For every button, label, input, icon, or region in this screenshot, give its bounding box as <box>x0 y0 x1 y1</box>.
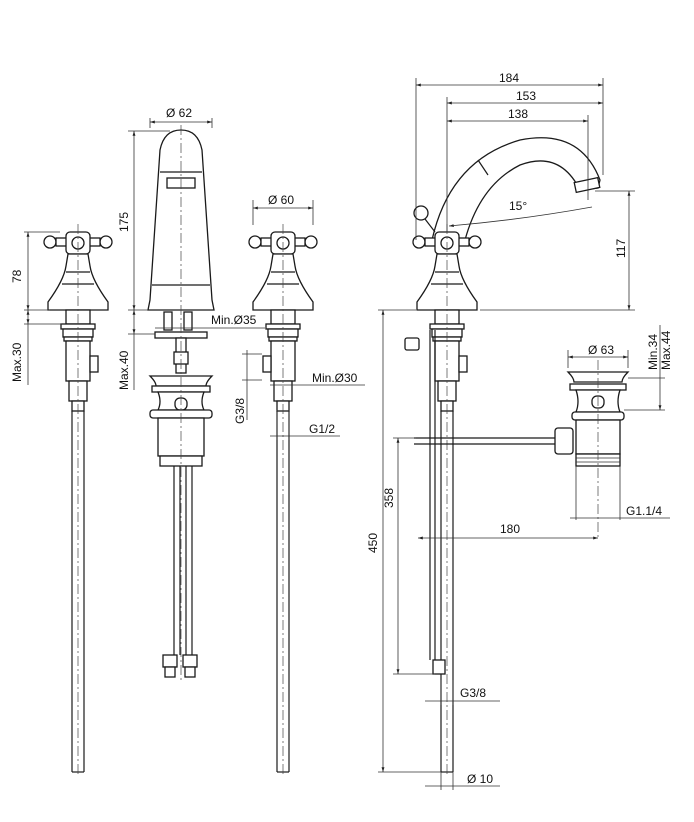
dim-overall-width: 184 <box>499 71 519 85</box>
dim-min-hole-valve: Min.Ø30 <box>312 371 358 385</box>
left-valve-front-view <box>43 223 113 778</box>
dim-rod-length: 358 <box>382 488 396 508</box>
dim-reach-153: 153 <box>516 89 536 103</box>
dim-outlet-thread: G1/2 <box>309 422 335 436</box>
dim-inlet-thread: G3/8 <box>233 398 247 424</box>
dim-waste-min: Min.34 <box>646 334 660 370</box>
dim-swivel-angle: 15° <box>509 199 527 213</box>
dim-min-hole-spout: Min.Ø35 <box>211 313 257 327</box>
side-view-dimensions: 184 153 138 15° 117 Ø 63 Min.34 Max.44 G… <box>366 71 673 790</box>
dim-handle-diameter: Ø 60 <box>268 193 294 207</box>
dim-valve-height: 78 <box>10 269 24 283</box>
dim-waste-diameter: Ø 63 <box>588 343 614 357</box>
dim-spout-diameter: Ø 62 <box>166 106 192 120</box>
right-valve-front-view <box>248 223 318 778</box>
spout-dimensions: Ø 62 175 Max.40 Min.Ø35 <box>117 106 265 390</box>
dim-reach-138: 138 <box>508 107 528 121</box>
dim-hose-diameter: Ø 10 <box>467 772 493 786</box>
dim-max-deck-spout: Max.40 <box>117 350 131 390</box>
dim-hose-length: 450 <box>366 533 380 553</box>
dim-spout-height: 175 <box>117 212 131 232</box>
dim-max-deck-valve: Max.30 <box>10 342 24 382</box>
dim-waste-distance: 180 <box>500 522 520 536</box>
dim-spout-outlet-height: 117 <box>614 239 628 258</box>
dim-waste-max: Max.44 <box>659 330 673 370</box>
spout-front-view <box>147 125 215 680</box>
mixer-side-view <box>404 137 601 778</box>
left-valve-dimensions: 78 Max.30 <box>10 231 62 385</box>
dim-waste-thread: G1.1/4 <box>626 504 662 518</box>
dim-hose-thread: G3/8 <box>460 686 486 700</box>
right-valve-dimensions: Ø 60 Min.Ø30 G3/8 G1/2 <box>233 193 365 440</box>
